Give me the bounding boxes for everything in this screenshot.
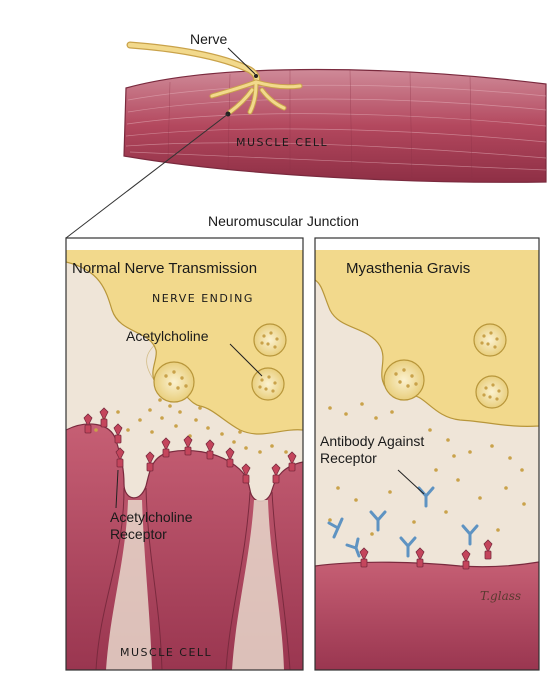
receptor-label-line1: Acetylcholine [110, 509, 193, 525]
left-panel-title: Normal Nerve Transmission [72, 260, 257, 277]
acetylcholine-label: Acetylcholine [126, 328, 209, 344]
zoom-connector-left [65, 113, 229, 239]
antibody-label-line1: Antibody Against [320, 433, 424, 449]
muscle-cell-top-label: MUSCLE CELL [236, 136, 328, 149]
nerve-label: Nerve [190, 31, 228, 47]
junction-title: Neuromuscular Junction [208, 213, 359, 229]
receptor-pointer [115, 469, 119, 509]
artist-signature: T.glass [480, 589, 521, 603]
right-panel-title: Myasthenia Gravis [346, 260, 470, 277]
nerve-pointer-line [227, 47, 256, 75]
antibody-pointer [397, 469, 425, 495]
acetylcholine-pointer [229, 343, 263, 377]
antibody-label-line2: Receptor [320, 450, 377, 466]
receptor-label-line2: Receptor [110, 526, 167, 542]
myasthenia-gravis-panel [314, 237, 540, 671]
normal-transmission-panel [65, 237, 304, 671]
muscle-fiber-illustration [123, 41, 547, 183]
nerve-ending-label: NERVE ENDING [152, 292, 254, 305]
muscle-cell-bottom-label: MUSCLE CELL [120, 646, 212, 659]
